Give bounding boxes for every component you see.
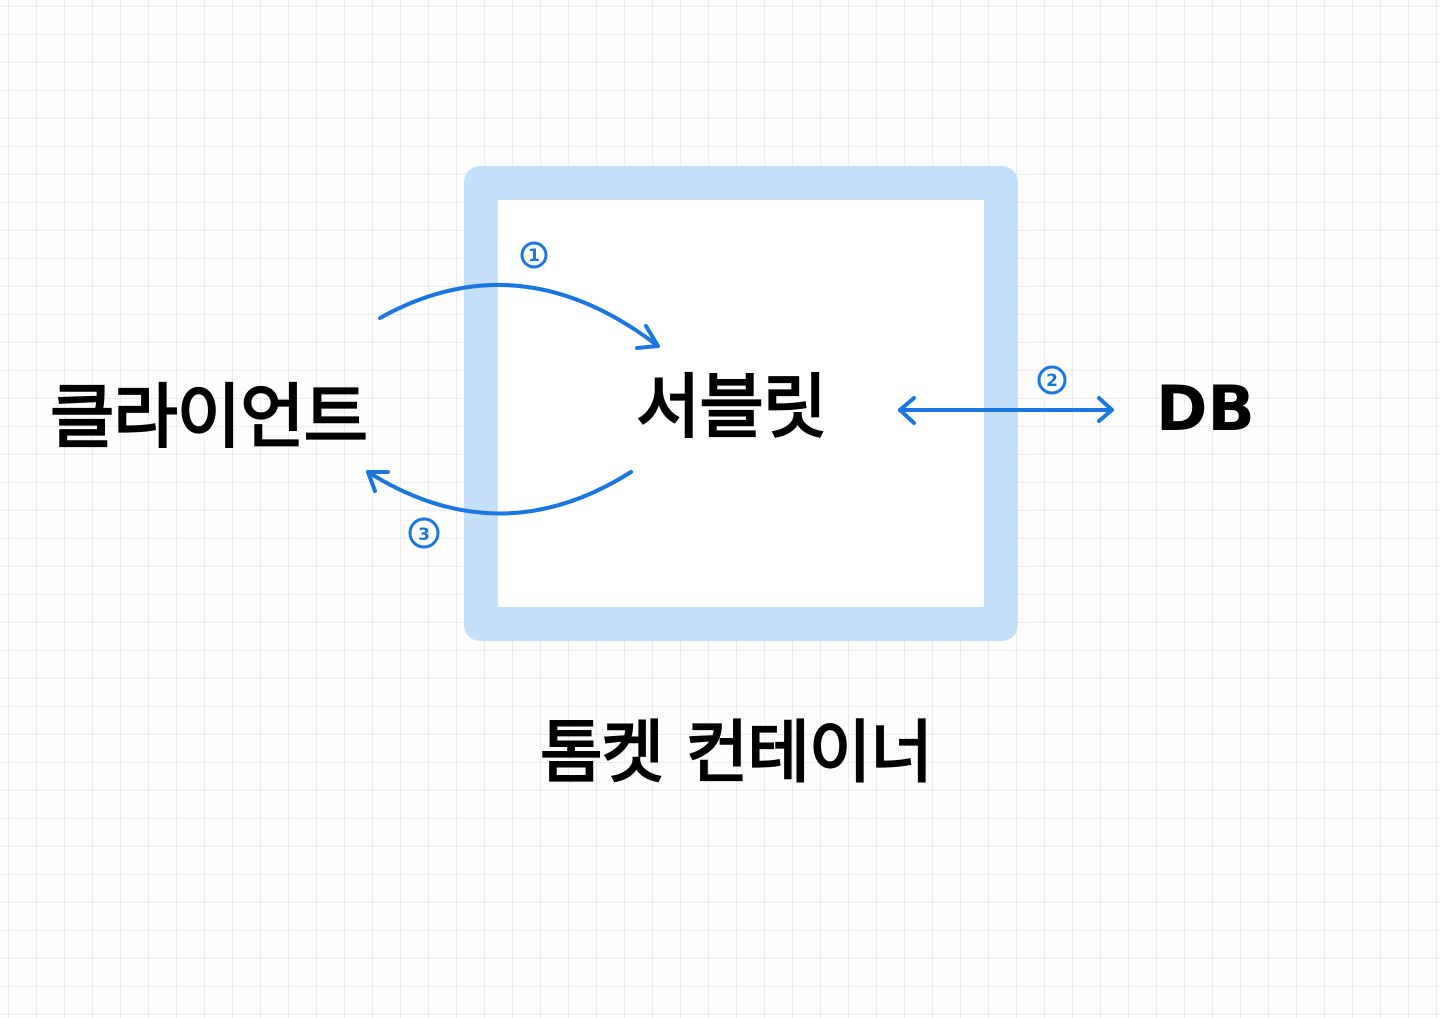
db-label: DB xyxy=(1156,372,1255,445)
response-arrow xyxy=(366,470,633,516)
step-three-circle xyxy=(408,517,440,549)
response-arrowhead xyxy=(366,470,390,493)
servlet-label: 서블릿 xyxy=(636,366,827,448)
step-three-number: 3 xyxy=(418,525,430,545)
step-two-circle xyxy=(1037,365,1067,395)
step-one-number: 1 xyxy=(528,246,540,266)
client-label: 클라이언트 xyxy=(50,376,368,458)
db-arrowhead-right xyxy=(1097,396,1114,423)
request-arrowhead xyxy=(635,324,660,350)
db-arrowhead-left xyxy=(898,396,916,425)
tomcat-container-box xyxy=(464,166,1018,641)
request-arrow xyxy=(378,283,660,348)
step-two-number: 2 xyxy=(1046,371,1058,391)
step-one-circle xyxy=(520,241,548,269)
tomcat-container-label: 톰켓 컨테이너 xyxy=(540,714,933,793)
